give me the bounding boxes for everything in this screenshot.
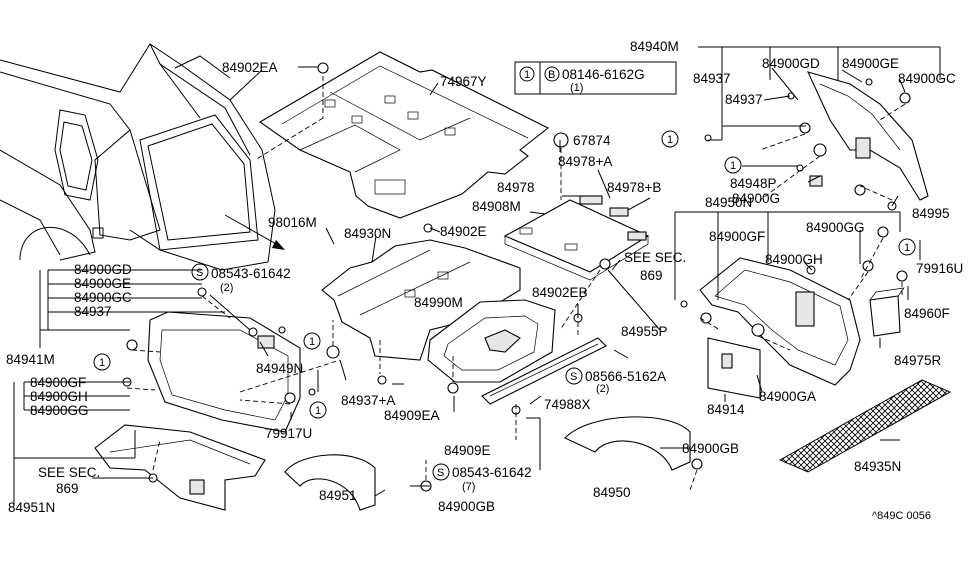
label-84908m: 84908M [472,199,521,214]
label-08543-qty-a: (2) [220,282,233,294]
label-84949n: 84949N [256,361,303,376]
screw-marker-c: S [437,467,444,479]
label-84900gd-left: 84900GD [74,262,132,277]
wheel-house-84951 [284,454,376,511]
circled-markers: 1 1 1 1 1 1 S S S [93,130,916,481]
label-84900gf-left: 84900GF [30,375,86,390]
label-84950: 84950 [593,485,631,500]
label-84930n: 84930N [344,226,391,241]
label-67874: 67874 [573,133,611,148]
label-84909e: 84909E [444,443,491,458]
label-84900gh-right: 84900GH [765,252,823,267]
label-84900gg-right: 84900GG [806,220,865,235]
rail-74988x [481,337,607,405]
floor-mat-74967y [254,51,550,219]
label-84900g: 84900G [732,191,780,206]
label-74988x: 74988X [544,397,591,412]
bolt-note-part: 08146-6162G [562,67,645,82]
label-79916u: 79916U [916,261,963,276]
box-84975r [869,287,905,337]
label-84948p: 84948P [730,176,777,191]
label-84902eb: 84902EB [532,285,588,300]
label-84978-b: 84978+B [607,180,661,195]
bolt-note-circle-letter: B [548,69,555,81]
label-see-sec-right: SEE SEC. [624,250,686,265]
label-84960f: 84960F [904,306,950,321]
left-lower-trim-84951n [94,424,266,511]
label-84900gb-right: 84900GB [682,441,739,456]
label-84995: 84995 [912,206,950,221]
floor-board-84930n [321,239,521,361]
marker-1-a: 1 [667,134,673,146]
label-84914: 84914 [707,402,745,417]
marker-1-b: 1 [730,160,736,172]
label-74967y: 74967Y [440,74,487,89]
label-79917u: 79917U [265,426,312,441]
callout-labels: 84902EA 74967Y 84940M 84937 84900GD 8490… [6,39,963,522]
label-84940m: 84940M [630,39,679,54]
panel-84914 [707,337,761,399]
right-side-trim-84950n [699,257,861,386]
board-84908m [503,195,650,281]
screw-marker-a: S [196,267,203,279]
label-84900gg-left: 84900GG [30,403,89,418]
label-84900gc-left: 84900GC [74,290,132,305]
label-08543-61642-b: 08543-61642 [452,465,532,480]
label-84937-top: 84937 [693,71,731,86]
marker-1-c: 1 [904,242,910,254]
marker-1-d: 1 [99,357,105,369]
label-84900ge-top: 84900GE [842,56,899,71]
label-98016m: 98016M [268,215,317,230]
label-84902e: 84902E [440,224,487,239]
bolt-note-qty: (1) [570,82,583,94]
label-84900gc-top: 84900GC [898,71,956,86]
top-right-trim-84940m [807,71,929,201]
marker-1-f: 1 [315,405,321,417]
label-84990m: 84990M [414,295,463,310]
label-08543-qty-b: (7) [462,481,475,493]
label-869-right: 869 [640,268,663,283]
label-84941m: 84941M [6,352,55,367]
bolt-note-box: 1 B 08146-6162G (1) [514,61,677,95]
label-08543-61642-a: 08543-61642 [211,266,291,281]
label-84909ea: 84909EA [384,408,440,423]
net-84935n [778,379,952,473]
fasteners [122,62,911,492]
label-08566-qty: (2) [596,383,609,395]
label-84937-top2: 84937 [725,92,763,107]
label-84900gd-top: 84900GD [762,56,820,71]
label-84937-left: 84937 [74,304,112,319]
label-84951: 84951 [319,488,357,503]
label-869-left: 869 [56,481,79,496]
label-84978: 84978 [497,180,535,195]
marker-1-e: 1 [309,336,315,348]
leader-lines [13,46,941,506]
label-84935n: 84935N [854,459,901,474]
dashed-assembly-lines [126,103,906,491]
label-84937-a: 84937+A [341,393,395,408]
label-84900ga: 84900GA [759,389,816,404]
label-84902ea: 84902EA [222,60,278,75]
label-84900ge-left: 84900GE [74,276,131,291]
label-see-sec-left: SEE SEC. [38,465,100,480]
label-84900gb-bottom: 84900GB [438,499,495,514]
label-84975r: 84975R [894,353,942,368]
vehicle-body-illustration [0,43,285,271]
screw-marker-b: S [570,371,577,383]
label-84951n: 84951N [8,500,55,515]
label-84950n: 84950N [705,195,752,210]
label-84900gh-left: 84900GH [30,389,88,404]
bolt-note-circle-number: 1 [524,69,530,81]
tray-84990m [427,299,556,383]
label-84978-a: 84978+A [558,154,612,169]
label-08566-5162a: 08566-5162A [585,369,666,384]
diagram-code: ^849C 0056 [872,510,931,522]
label-84955p: 84955P [621,324,668,339]
label-84900gf-right: 84900GF [709,229,765,244]
wheel-house-84950 [564,416,691,471]
